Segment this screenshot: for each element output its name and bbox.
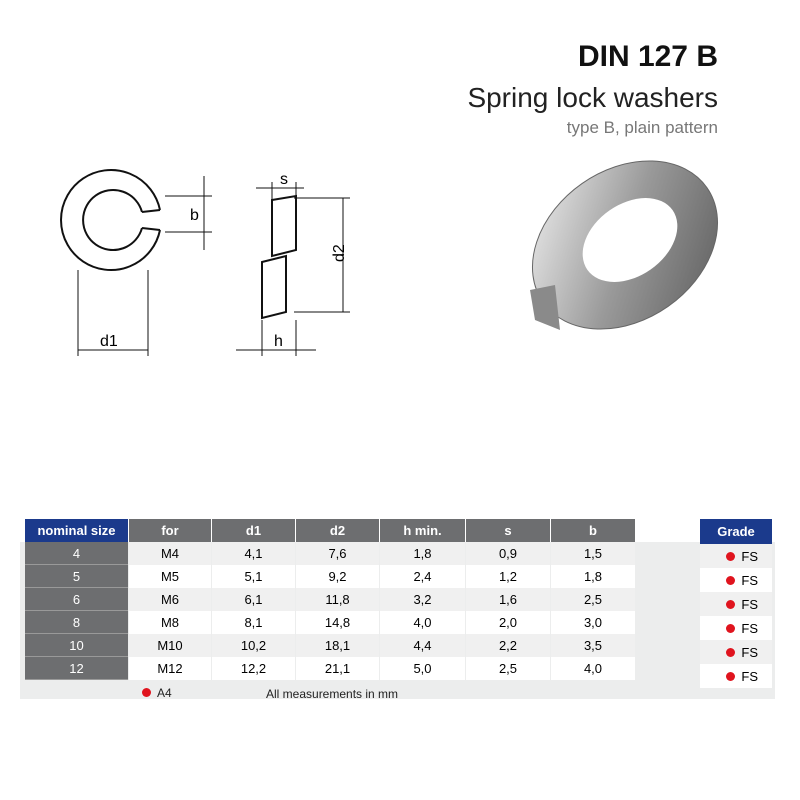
grade-row: FS <box>700 592 772 616</box>
cell-d2: 11,8 <box>296 588 379 611</box>
col-b: b <box>551 519 635 542</box>
grade-cell: FS <box>700 616 772 640</box>
cell-d2: 7,6 <box>296 542 379 565</box>
cell-h-min: 4,0 <box>380 611 465 634</box>
grade-value: FS <box>741 668 758 684</box>
measurement-note: All measurements in mm <box>266 687 399 701</box>
col-d1: d1 <box>212 519 295 542</box>
label-d1: d1 <box>100 333 118 350</box>
red-dot-icon <box>726 575 736 585</box>
washer-side-view <box>261 194 297 320</box>
cell-d2: 14,8 <box>296 611 379 634</box>
cell-for: M4 <box>129 542 211 565</box>
legend-label: A4 <box>157 686 172 700</box>
cell-s: 2,5 <box>466 657 550 680</box>
cell-b: 3,5 <box>551 634 635 657</box>
grade-row: FS <box>700 544 772 568</box>
grade-row: FS <box>700 616 772 640</box>
grade-value: FS <box>741 596 758 612</box>
cell-h-min: 2,4 <box>380 565 465 588</box>
cell-b: 4,0 <box>551 657 635 680</box>
label-b: b <box>190 207 199 224</box>
cell-b: 3,0 <box>551 611 635 634</box>
grade-value: FS <box>741 644 758 660</box>
red-dot-icon <box>726 671 736 681</box>
label-h: h <box>274 333 283 350</box>
col-h-min: h min. <box>380 519 465 542</box>
type-description: type B, plain pattern <box>566 118 718 137</box>
washer-front-view <box>60 169 161 271</box>
cell-b: 1,8 <box>551 565 635 588</box>
col-grade: Grade <box>700 519 772 544</box>
grade-row: FS <box>700 664 772 688</box>
grade-cell: FS <box>700 664 772 688</box>
cell-for: M6 <box>129 588 211 611</box>
cell-nominal-size: 6 <box>25 588 128 611</box>
grade-row: FS <box>700 568 772 592</box>
cell-s: 1,6 <box>466 588 550 611</box>
cell-d1: 12,2 <box>212 657 295 680</box>
cell-s: 0,9 <box>466 542 550 565</box>
cell-b: 1,5 <box>551 542 635 565</box>
cell-nominal-size: 4 <box>25 542 128 565</box>
cell-nominal-size: 8 <box>25 611 128 634</box>
red-dot-icon <box>142 688 151 697</box>
cell-d1: 4,1 <box>212 542 295 565</box>
col-s: s <box>466 519 550 542</box>
cell-h-min: 3,2 <box>380 588 465 611</box>
cell-nominal-size: 5 <box>25 565 128 588</box>
col-nominal-size: nominal size <box>25 519 128 542</box>
page-subtitle: Spring lock washers <box>467 82 718 113</box>
col-for: for <box>129 519 211 542</box>
grade-row: FS <box>700 640 772 664</box>
cell-d1: 10,2 <box>212 634 295 657</box>
cell-s: 1,2 <box>466 565 550 588</box>
cell-h-min: 5,0 <box>380 657 465 680</box>
label-s: s <box>280 171 288 188</box>
page-title: DIN 127 B <box>577 40 718 73</box>
red-dot-icon <box>726 623 736 633</box>
cell-d1: 6,1 <box>212 588 295 611</box>
cell-d2: 18,1 <box>296 634 379 657</box>
technical-drawing: b d1 s d2 h <box>60 160 719 356</box>
grade-cell: FS <box>700 568 772 592</box>
cell-s: 2,0 <box>466 611 550 634</box>
red-dot-icon <box>726 551 736 561</box>
cell-d2: 9,2 <box>296 565 379 588</box>
cell-s: 2,2 <box>466 634 550 657</box>
grade-cell: FS <box>700 592 772 616</box>
cell-for: M10 <box>129 634 211 657</box>
grade-value: FS <box>741 572 758 588</box>
cell-d1: 5,1 <box>212 565 295 588</box>
cell-for: M12 <box>129 657 211 680</box>
grade-table: Grade FS FS FS FS FS FS <box>700 519 772 688</box>
grade-value: FS <box>741 620 758 636</box>
cell-h-min: 4,4 <box>380 634 465 657</box>
cell-d2: 21,1 <box>296 657 379 680</box>
washer-photo <box>530 160 719 330</box>
cell-for: M8 <box>129 611 211 634</box>
grade-cell: FS <box>700 640 772 664</box>
cell-for: M5 <box>129 565 211 588</box>
legend: A4 <box>142 686 172 700</box>
col-d2: d2 <box>296 519 379 542</box>
red-dot-icon <box>726 599 736 609</box>
cell-d1: 8,1 <box>212 611 295 634</box>
red-dot-icon <box>726 647 736 657</box>
grade-cell: FS <box>700 544 772 568</box>
cell-b: 2,5 <box>551 588 635 611</box>
grade-value: FS <box>741 548 758 564</box>
cell-nominal-size: 12 <box>25 657 128 680</box>
cell-h-min: 1,8 <box>380 542 465 565</box>
cell-nominal-size: 10 <box>25 634 128 657</box>
label-d2: d2 <box>331 244 348 262</box>
